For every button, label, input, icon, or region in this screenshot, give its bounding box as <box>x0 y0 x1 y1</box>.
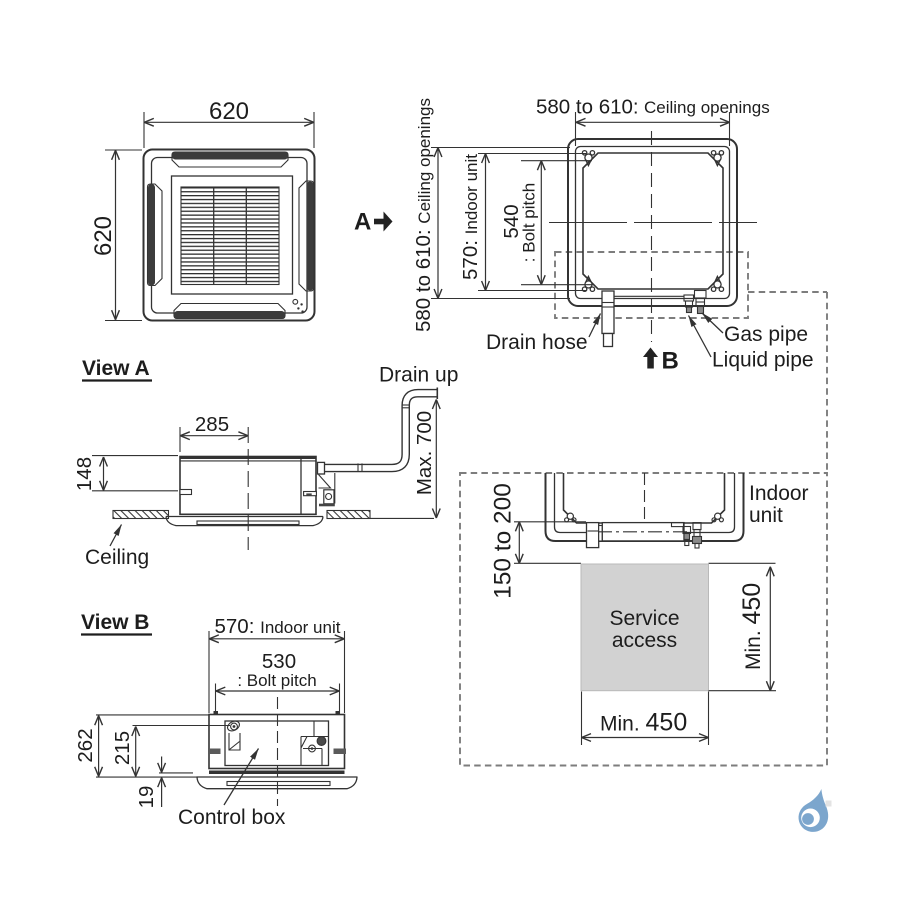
svg-text:Max. 700: Max. 700 <box>413 411 436 495</box>
svg-text:150 to 200: 150 to 200 <box>490 483 517 599</box>
svg-text:580 to 610:: 580 to 610: <box>536 96 639 119</box>
svg-text:620: 620 <box>209 98 249 125</box>
svg-text:: Bolt pitch: : Bolt pitch <box>237 671 316 690</box>
svg-text:B: B <box>662 348 679 375</box>
svg-text:148: 148 <box>73 457 96 491</box>
svg-text:540: 540 <box>500 204 523 238</box>
svg-text:View A: View A <box>82 357 150 380</box>
svg-text:Drain up: Drain up <box>379 364 458 387</box>
svg-text:Liquid pipe: Liquid pipe <box>712 349 814 372</box>
svg-text:19: 19 <box>135 786 158 809</box>
svg-text:570: Indoor unit: 570: Indoor unit <box>215 615 341 638</box>
svg-text:View B: View B <box>81 611 149 634</box>
svg-text:570: Indoor unit: 570: Indoor unit <box>459 154 482 280</box>
svg-text:620: 620 <box>90 216 117 256</box>
svg-text:530: 530 <box>262 650 296 673</box>
svg-text:Ceiling openings: Ceiling openings <box>644 98 770 117</box>
svg-text:Gas pipe: Gas pipe <box>724 323 808 346</box>
svg-text:Drain hose: Drain hose <box>486 331 588 354</box>
svg-text:Ceiling: Ceiling <box>85 546 149 569</box>
svg-text:access: access <box>612 629 677 652</box>
svg-text:Min. 450: Min. 450 <box>600 709 687 737</box>
svg-text:285: 285 <box>195 413 229 436</box>
svg-text:580 to 610: Ceiling openings: 580 to 610: Ceiling openings <box>412 98 435 332</box>
svg-text:Indoor: Indoor <box>749 482 809 505</box>
svg-text:A: A <box>354 209 371 236</box>
svg-text:262: 262 <box>74 728 97 762</box>
svg-text:Control box: Control box <box>178 806 286 829</box>
svg-text:Min. 450: Min. 450 <box>738 583 766 670</box>
svg-text:: Bolt pitch: : Bolt pitch <box>520 183 539 262</box>
svg-text:215: 215 <box>111 731 134 765</box>
svg-text:unit: unit <box>749 504 783 527</box>
svg-text:Service: Service <box>609 607 679 630</box>
